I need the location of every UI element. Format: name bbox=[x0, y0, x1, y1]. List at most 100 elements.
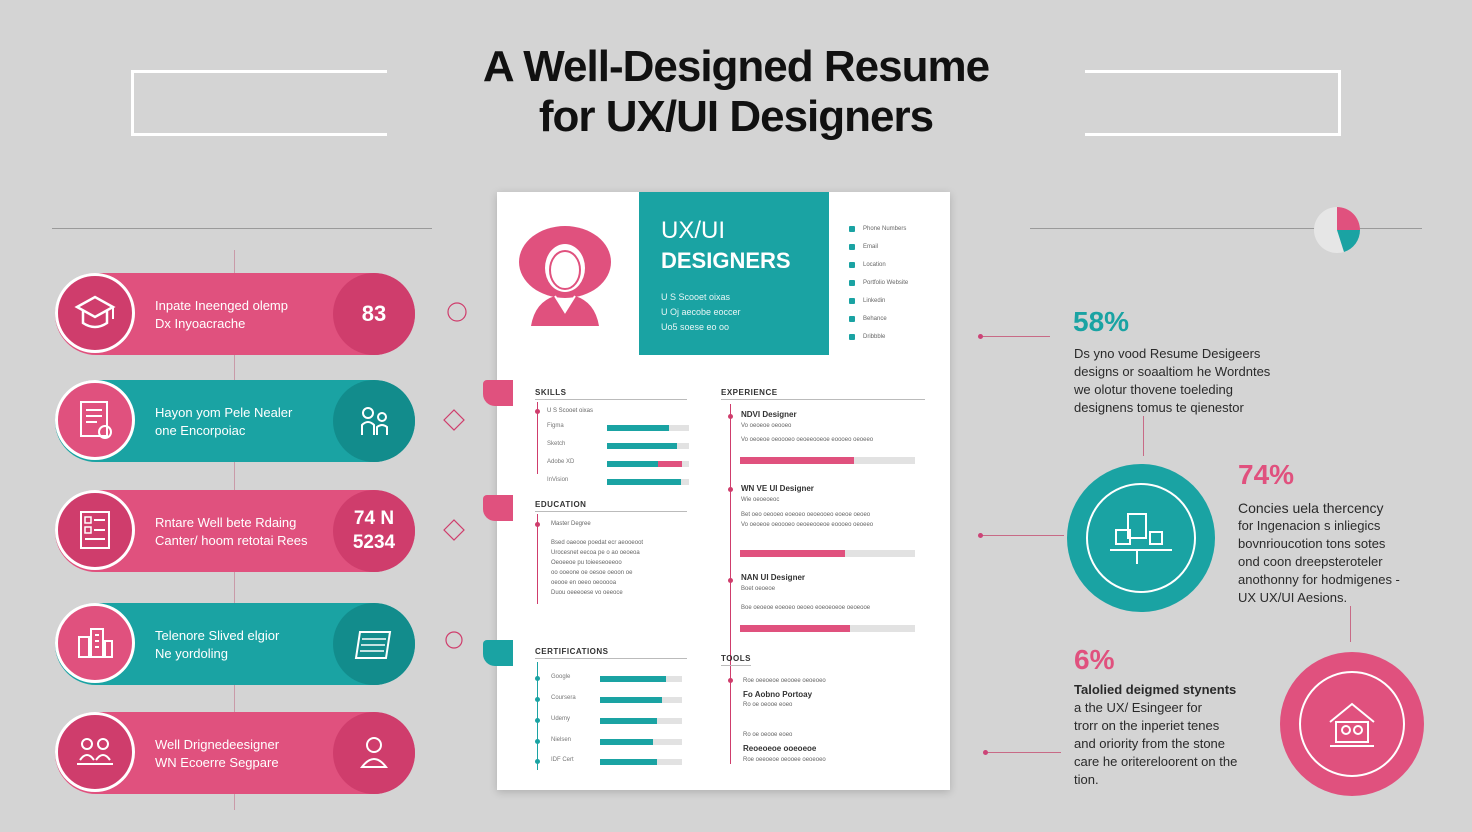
title-line-2: for UX/UI Designers bbox=[538, 92, 934, 141]
education-line: Urocesnet eecoa pe o ao oeoeoa bbox=[551, 550, 640, 556]
experience-bar bbox=[740, 457, 915, 464]
stat-heading: Talolied deigmed stynents bbox=[1074, 682, 1237, 697]
timeline-dot bbox=[535, 522, 540, 527]
education-timeline bbox=[537, 514, 538, 604]
feature-line: WN Ecoerre Segpare bbox=[155, 755, 279, 770]
document-icon bbox=[55, 380, 135, 460]
experience-fill bbox=[740, 625, 851, 632]
timeline-dot bbox=[535, 718, 540, 723]
notepad-icon bbox=[333, 603, 415, 685]
skill-label: Figma bbox=[547, 423, 564, 429]
cert-row: Udemy bbox=[535, 716, 687, 725]
contact-text: Phone Numbers bbox=[863, 226, 907, 232]
teal-stat-circle bbox=[1067, 464, 1215, 612]
stat-line: anothonny for hodmigenes - bbox=[1238, 572, 1400, 587]
feature-text-4: Telenore Slived elgior Ne yordoling bbox=[155, 627, 335, 663]
cert-bar bbox=[600, 676, 682, 682]
skill-bar bbox=[607, 443, 689, 449]
connector-line bbox=[1350, 606, 1351, 642]
education-line: Duou oeeeoese vo oeeoce bbox=[551, 590, 623, 596]
job-title: WN VE UI Designer bbox=[741, 484, 814, 493]
skill-fill bbox=[607, 461, 661, 467]
person-icon bbox=[333, 712, 415, 794]
cert-label: Google bbox=[551, 674, 571, 680]
workstation-icon bbox=[1086, 483, 1196, 593]
contact-item: Behance bbox=[849, 310, 908, 328]
resume-sheet: UX/UI DESIGNERS U S Scooet oixas U Oj ae… bbox=[483, 192, 950, 790]
skill-label: InVision bbox=[547, 477, 569, 483]
feature-line: one Encorpoiac bbox=[155, 423, 246, 438]
skill-bar bbox=[607, 479, 689, 485]
tool-line: Roe oeeoeoe oeooee oeoeoeo bbox=[743, 757, 826, 763]
page-title: A Well-Designed Resume for UX/UI Designe… bbox=[400, 42, 1072, 142]
timeline-dot bbox=[535, 697, 540, 702]
skill-fill bbox=[607, 479, 681, 485]
cert-fill bbox=[600, 718, 658, 724]
stat-line: ond coon dreepsteroteler bbox=[1238, 554, 1383, 569]
certifications-heading: CERTIFICATIONS bbox=[535, 647, 687, 659]
section-tab bbox=[483, 640, 513, 666]
stat-line: we olotur thovene toeleding bbox=[1074, 382, 1234, 397]
stat-text-2: Concies uela thercency for Ingenacion s … bbox=[1238, 499, 1438, 607]
contact-item: Phone Numbers bbox=[849, 220, 908, 238]
avatar-icon bbox=[519, 226, 611, 326]
intro-line: Uo5 soese eo oo bbox=[661, 322, 730, 332]
connector-line bbox=[985, 752, 1061, 753]
contact-item: Portfolio Website bbox=[849, 274, 908, 292]
job-subtitle: Vo oeoeoe oeooeo bbox=[741, 423, 792, 429]
cert-label: IDF Cert bbox=[551, 757, 574, 763]
timeline-dot bbox=[728, 414, 733, 419]
pie-chart-icon bbox=[1314, 207, 1361, 253]
feature-pill-5: Well Drignedeesigner WN Ecoerre Segpare bbox=[55, 712, 415, 794]
resume-role-line-1: UX/UI bbox=[661, 217, 726, 244]
skill-fill bbox=[607, 425, 669, 431]
home-office-icon bbox=[1298, 670, 1406, 778]
stat-line: designs or soaaltiom he Wordntes bbox=[1074, 364, 1271, 379]
stat-percent-3: 6% bbox=[1074, 644, 1115, 675]
title-line-1: A Well-Designed Resume bbox=[482, 42, 990, 91]
experience-fill bbox=[740, 457, 854, 464]
cert-row: Nielsen bbox=[535, 737, 687, 746]
tools-heading: TOOLS bbox=[721, 654, 751, 666]
job-line: Bet oeo oeooeo eoeoeo oeoeooeo eoeoe oeo… bbox=[741, 512, 871, 518]
feature-text-5: Well Drignedeesigner WN Ecoerre Segpare bbox=[155, 736, 335, 772]
cert-label: Nielsen bbox=[551, 737, 572, 743]
contact-text: Email bbox=[863, 244, 879, 250]
intro-line: U Oj aecobe eoccer bbox=[661, 307, 741, 317]
timeline-dot bbox=[728, 487, 733, 492]
skill-fill bbox=[607, 443, 677, 449]
divider-left bbox=[52, 228, 432, 229]
skill-row: Adobe XD bbox=[547, 459, 697, 468]
tool-title: Fo Aobno Portoay bbox=[743, 690, 813, 699]
globe-icon bbox=[849, 280, 855, 286]
timeline-dot bbox=[728, 678, 733, 683]
cert-fill bbox=[600, 759, 658, 765]
contact-item: Location bbox=[849, 256, 908, 274]
education-line: oo ooeone oe oesoe oeoon oe bbox=[551, 570, 633, 576]
title-frame-left bbox=[131, 70, 387, 136]
contact-text: Linkedin bbox=[863, 298, 886, 304]
cert-bar bbox=[600, 759, 682, 765]
feature-pill-1: Inpate Ineenged olemp Dx Inyoacrache 83 bbox=[55, 273, 415, 355]
feature-text-3: Rntare Well bete Rdaing Canter/ hoom ret… bbox=[155, 514, 335, 550]
connector-dot bbox=[978, 334, 983, 339]
contact-item: Linkedin bbox=[849, 292, 908, 310]
divider-right bbox=[1030, 228, 1422, 229]
job-line: Vo oeoeoe oeoooeo oeoeeooeoe eoooeo oeoe… bbox=[741, 437, 874, 443]
skill-label: Adobe XD bbox=[547, 459, 575, 465]
stat-percent-2: 74% bbox=[1238, 459, 1295, 490]
section-tab bbox=[483, 495, 513, 521]
timeline-dot bbox=[728, 578, 733, 583]
resume-role-line-2: DESIGNERS bbox=[661, 248, 791, 273]
stat-line: and oriority from the stone bbox=[1074, 736, 1226, 751]
stat-line: trorr on the inperiet tenes bbox=[1074, 718, 1220, 733]
feature-text-1: Inpate Ineenged olemp Dx Inyoacrache bbox=[155, 297, 335, 333]
experience-fill bbox=[740, 550, 845, 557]
contact-text: Behance bbox=[863, 316, 887, 322]
contact-text: Location bbox=[863, 262, 886, 268]
feature-pill-3: Rntare Well bete Rdaing Canter/ hoom ret… bbox=[55, 490, 415, 572]
cert-bar bbox=[600, 718, 682, 724]
stat-percent-1: 58% bbox=[1073, 306, 1130, 337]
feature-line: Inpate Ineenged olemp bbox=[155, 298, 288, 313]
job-title: NDVI Designer bbox=[741, 410, 797, 419]
